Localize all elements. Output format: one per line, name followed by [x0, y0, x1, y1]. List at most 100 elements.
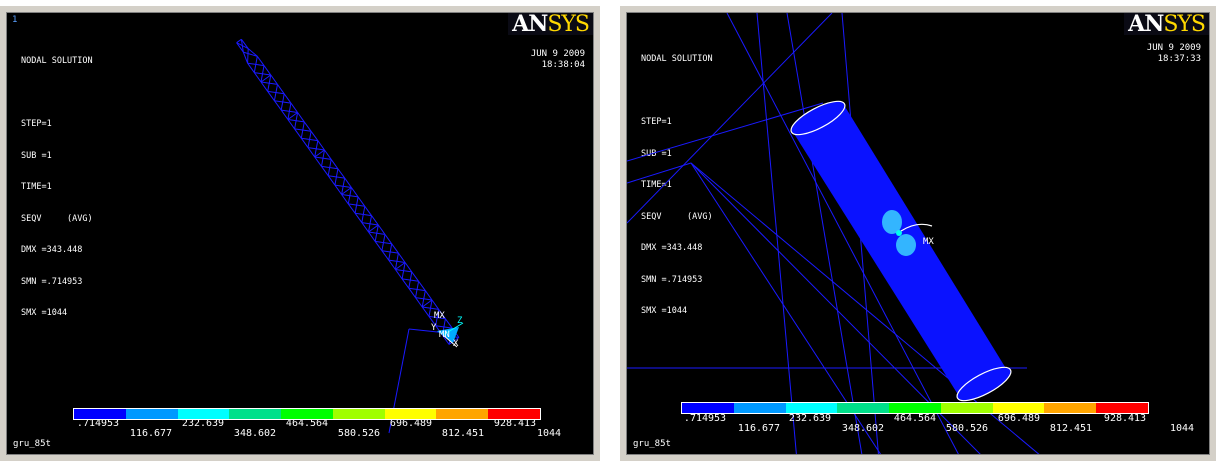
- info-line: DMX =343.448: [21, 245, 83, 255]
- legend-tick: 696.489: [997, 413, 1041, 424]
- truss-member: [350, 187, 359, 198]
- right-solution-info: NODAL SOLUTION STEP=1 SUB =1 TIME=1 SEQV…: [641, 33, 713, 338]
- info-line: SEQV (AVG): [21, 213, 93, 224]
- truss-member: [388, 259, 396, 270]
- truss-member: [270, 74, 278, 85]
- info-line: SMX =1044: [641, 306, 688, 316]
- x-axis-label: X: [453, 339, 459, 349]
- left-solution-info: NODAL SOLUTION STEP=1 SUB =1 TIME=1 SEQV…: [21, 35, 93, 340]
- truss-member: [341, 178, 346, 195]
- legend-swatch: [1044, 403, 1097, 413]
- truss-member: [317, 140, 325, 151]
- legend-swatch: [384, 409, 437, 419]
- legend-swatch: [229, 409, 282, 419]
- truss-member: [394, 269, 403, 280]
- truss-member: [415, 297, 423, 308]
- legend-tick: 116.677: [737, 423, 781, 434]
- legend-tick: 928.413: [1103, 413, 1147, 424]
- legend-tick: 464.564: [285, 418, 329, 429]
- legend-tick: .714953: [76, 418, 120, 429]
- truss-member: [324, 149, 332, 160]
- right-viewport[interactable]: NODAL SOLUTION STEP=1 SUB =1 TIME=1 SEQV…: [626, 12, 1210, 455]
- truss-member: [428, 316, 437, 326]
- stress-lobe-upper: [882, 210, 902, 234]
- date-text: JUN 9 2009: [530, 49, 585, 59]
- info-line: NODAL SOLUTION: [21, 56, 93, 66]
- left-date-time: JUN 9 2009 18:38:04: [531, 49, 585, 71]
- legend-tick: 232.639: [181, 418, 225, 429]
- truss-member: [364, 206, 372, 216]
- truss-member: [277, 84, 285, 95]
- logo-text-an: AN: [1128, 12, 1164, 37]
- window-number: 1: [12, 15, 18, 25]
- truss-member: [267, 74, 272, 92]
- legend-swatch: [785, 403, 838, 413]
- cylinder-bottom-edge: [956, 366, 1012, 402]
- y-axis-label: Y: [431, 323, 437, 333]
- job-name: gru_85t: [13, 439, 51, 449]
- legend-swatch: [1096, 403, 1149, 413]
- legend-tick: 348.602: [841, 423, 885, 434]
- truss-member: [408, 271, 413, 289]
- truss-member: [314, 149, 325, 158]
- truss-member: [263, 65, 272, 76]
- truss-member: [381, 250, 390, 261]
- truss-member: [300, 121, 305, 139]
- left-viewport[interactable]: 1 NODAL SOLUTION STEP=1 SUB =1 TIME=1 SE…: [6, 12, 594, 455]
- truss-member: [361, 222, 369, 233]
- info-line: SEQV (AVG): [641, 211, 713, 222]
- legend-swatch: [125, 409, 178, 419]
- truss-member: [290, 102, 299, 113]
- truss-member: [260, 65, 265, 83]
- truss-member: [415, 281, 420, 298]
- truss-member: [381, 234, 386, 251]
- truss-member: [321, 149, 325, 167]
- truss-member: [307, 131, 312, 148]
- info-line: DMX =343.448: [641, 243, 703, 253]
- stress-hotspot: [437, 327, 459, 343]
- truss-member: [300, 137, 309, 148]
- truss-member: [421, 306, 430, 317]
- legend-swatch: [682, 403, 734, 413]
- truss-member: [384, 234, 393, 245]
- time-text: 18:38:04: [541, 60, 585, 70]
- truss-member: [337, 168, 346, 179]
- legend-tick: 580.526: [337, 428, 381, 439]
- truss-member: [448, 337, 460, 345]
- info-line: STEP=1: [21, 119, 52, 129]
- truss-member: [395, 262, 406, 270]
- truss-member: [341, 187, 352, 195]
- truss-member: [368, 224, 379, 233]
- truss-member: [287, 112, 298, 120]
- legend-swatch: [992, 403, 1045, 413]
- cylinder-top-edge: [790, 100, 846, 136]
- truss-member: [294, 128, 302, 139]
- truss-member: [428, 299, 433, 317]
- legend-tick: 464.564: [893, 413, 937, 424]
- legend-swatch: [889, 403, 941, 413]
- truss-member: [374, 241, 383, 251]
- truss-member: [438, 309, 446, 320]
- truss-member: [344, 177, 352, 188]
- truss-member: [303, 121, 312, 132]
- truss-member: [418, 281, 426, 291]
- truss-member: [287, 103, 292, 120]
- truss-member: [388, 243, 393, 261]
- ansys-logo: ANSYS: [1124, 12, 1209, 37]
- legend-tick: 232.639: [788, 413, 832, 424]
- info-line: TIME=1: [21, 182, 52, 192]
- truss-member: [354, 212, 363, 223]
- legend-tick: 1044: [1169, 423, 1195, 434]
- truss-member: [421, 290, 426, 308]
- truss-member: [307, 147, 316, 158]
- truss-member: [371, 215, 379, 226]
- legend-swatch: [733, 403, 786, 413]
- truss-member: [321, 166, 329, 176]
- truss-member: [357, 196, 366, 207]
- truss-member: [397, 252, 406, 263]
- legend-tick: 928.413: [493, 418, 537, 429]
- legend-swatch: [177, 409, 230, 419]
- right-date-time: JUN 9 2009 18:37:33: [1147, 43, 1201, 65]
- truss-member: [341, 194, 349, 205]
- truss-member: [444, 318, 453, 329]
